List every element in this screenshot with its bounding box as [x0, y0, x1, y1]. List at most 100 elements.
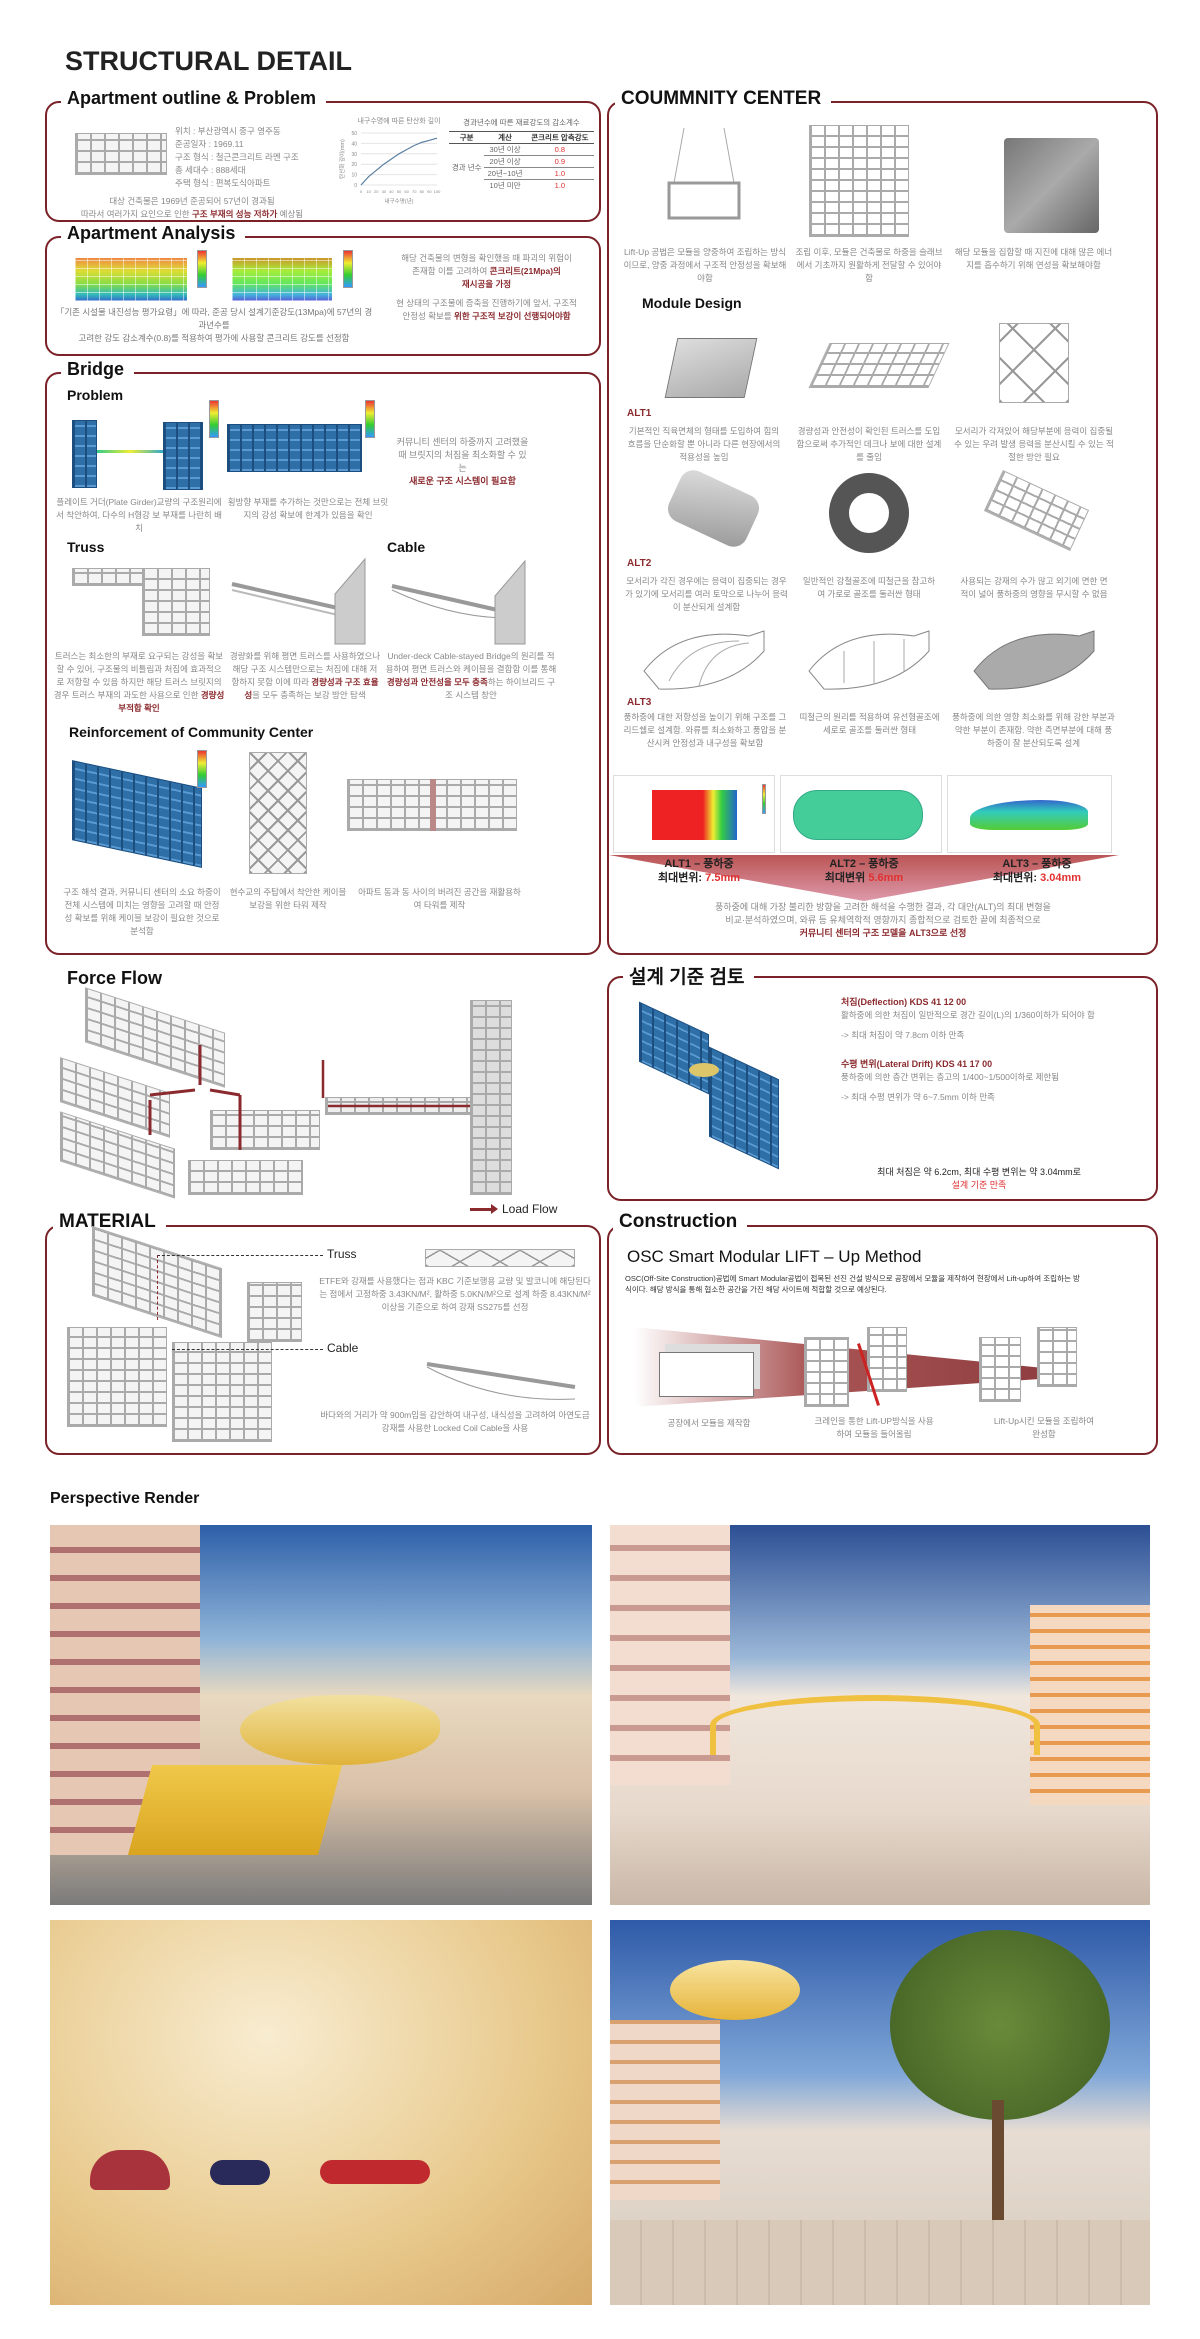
y-tick-label: 50 — [351, 131, 357, 137]
panel-title: Apartment Analysis — [61, 223, 246, 244]
reinforcement-caption-1: 구조 해석 결과, 커뮤니티 센터의 소요 하중이 전체 시스템에 미치는 영향… — [63, 887, 221, 936]
text: 안정성 확보를 — [402, 311, 455, 321]
step-caption-2: 크레인을 통한 Lift-UP방식을 사용하여 모듈을 들어올림 — [814, 1416, 934, 1439]
truss-material-text: ETFE와 강재를 사용했다는 점과 KBC 기준보행용 교량 및 발코니에 해… — [319, 1276, 591, 1312]
render-street — [610, 1920, 1150, 2305]
text-line: 해당 건축물의 변형을 확인했을 때 파괴의 위험이 — [401, 253, 572, 263]
result-line: 최대변위: 7.5mm — [644, 871, 754, 885]
truss-label: Truss — [327, 1247, 357, 1261]
highlight: 콘크리트(21Mpa)의 — [489, 266, 561, 276]
x-tick-label: 100 — [434, 189, 441, 194]
result-line: 최대변위: 3.04mm — [977, 871, 1097, 885]
force-flow-heading: Force Flow — [67, 968, 163, 988]
deflection-heading: 처짐(Deflection) KDS 41 12 00 — [841, 997, 967, 1007]
td: 20년 이상 — [489, 157, 521, 166]
cable-member-drawing — [426, 1362, 576, 1400]
result-label: 최대변위: — [657, 872, 703, 884]
material-model-3 — [172, 1342, 272, 1442]
site-buildings-complete-2 — [1037, 1327, 1077, 1387]
truss-bridge-model — [72, 568, 147, 586]
text-line: 「기존 시설물 내진성능 평가요령」에 따라, 준공 당시 설계기준강도(13M… — [55, 307, 373, 330]
panel-title: MATERIAL — [53, 1211, 166, 1233]
cable-material-text: 바다와의 거리가 약 900m임을 감안하여 내구성, 내식성을 고려하여 아연… — [320, 1410, 590, 1433]
material-panel: MATERIAL Truss Cable ETFE와 강재를 사용했다는 점과 … — [45, 1211, 601, 1455]
problem-conclusion: 커뮤니티 센터의 하중까지 고려했을 때 브릿지의 처짐을 최소화할 수 있는 … — [395, 436, 530, 488]
panel-title: 설계 기준 검토 — [623, 962, 755, 989]
info-structure: 구조 형식 : 철근콘크리트 라멘 구조 — [175, 152, 299, 162]
method-description: OSC(Off-Site Construction)공법에 Smart Modu… — [625, 1274, 1080, 1294]
alt2-caption-2: 일반적인 강철골조에 띠철근을 참고하여 가로로 골조를 둘러싼 형태 — [802, 576, 936, 599]
highlight: 커뮤니티 센터의 구조 모델을 ALT3으로 선정 — [799, 928, 967, 938]
carbonation-line — [360, 137, 438, 186]
note-highlight: 구조 부재의 성능 저하가 — [191, 209, 278, 219]
summary-text: 최대 처짐은 약 6.2cm, 최대 수평 변위는 약 3.04mm로 — [877, 1167, 1081, 1177]
bridge-problem-model-tower-a — [72, 420, 97, 488]
reinforcement-caption-3: 아파트 동과 동 사이의 버려진 공간을 재활용하여 타워를 제작 — [358, 887, 521, 910]
alt1-result: ALT1 – 풍하중 최대변위: 7.5mm — [644, 857, 754, 885]
truss-caption: 트러스는 최소한의 부재로 요구되는 강성을 확보할 수 있어, 구조물의 비틀… — [53, 650, 225, 715]
load-flow-arrows — [148, 1045, 242, 1150]
criteria-model-1 — [639, 1001, 709, 1095]
drift-text: 풍하중에 의한 층간 변위는 층고의 1/400~1/500이하로 제한됨 — [841, 1072, 1060, 1082]
truss-tower-model — [142, 568, 210, 636]
load-flow-legend: Load Flow — [470, 1202, 557, 1216]
cable-caption: Under-deck Cable-stayed Bridge의 원리를 적용하여… — [385, 650, 557, 702]
x-tick-label: 0 — [360, 189, 363, 194]
truss-heading: Truss — [67, 539, 105, 555]
analysis-left-text: 「기존 시설물 내진성능 평가요령」에 따라, 준공 당시 설계기준강도(13M… — [55, 306, 373, 345]
highlight: 경량성과 구조 효율성 — [244, 677, 379, 700]
chart-title: 내구수명에 따른 탄산화 깊이 — [357, 116, 440, 125]
y-tick-label: 20 — [351, 162, 357, 168]
alt2-frame-module — [983, 470, 1090, 551]
result-line: 최대변위 5.6mm — [809, 871, 919, 885]
highlight: 재시공을 가정 — [461, 279, 512, 289]
cable-leader-line — [172, 1349, 323, 1350]
bridge-load-arrows — [321, 1060, 475, 1108]
alt3-analysis-image — [947, 775, 1112, 853]
result-label: 최대변위 — [824, 872, 866, 884]
note-line: 따라서 여러가지 요인으로 인한 구조 부재의 성능 저하가 예상됨 — [62, 208, 322, 221]
panel-title: COUMMNITY CENTER — [615, 88, 832, 110]
method-title: OSC Smart Modular LIFT – Up Method — [627, 1247, 922, 1266]
table-title: 경과년수에 따른 재료강도의 감소계수 — [463, 118, 580, 127]
alt2-chamfered-module — [663, 465, 764, 552]
construction-panel: Construction OSC Smart Modular LIFT – Up… — [607, 1211, 1158, 1455]
apartment-info: 위치 : 부산광역시 중구 영주동 준공일자 : 1969.11 구조 형식 :… — [175, 125, 299, 190]
community-conclusion: 풍하중에 대해 가장 불리한 방향을 고려한 해석을 수행한 결과, 각 대안(… — [623, 901, 1143, 940]
render-exterior-1 — [50, 1525, 592, 1905]
x-tick-label: 60 — [404, 189, 409, 194]
text: 하는 하이브리드 구조 시스템 창안 — [445, 677, 556, 700]
criteria-summary: 최대 처짐은 약 6.2cm, 최대 수평 변위는 약 3.04mm로 설계 기… — [839, 1166, 1119, 1192]
community-center-panel: COUMMNITY CENTER Lift-Up 공법은 모듈을 양중하여 조립… — [607, 88, 1158, 955]
reinforcement-heading: Reinforcement of Community Center — [69, 724, 314, 740]
bridge-girder — [97, 450, 163, 453]
highlight: 새로운 구조 시스템이 필요함 — [409, 476, 516, 486]
info-location: 위치 : 부산광역시 중구 영주동 — [175, 126, 281, 136]
cable-label: Cable — [327, 1341, 359, 1355]
render-exterior-2 — [610, 1525, 1150, 1905]
alt3-label: ALT3 — [627, 697, 652, 708]
text: 커뮤니티 센터의 하중까지 고려했을 때 브릿지의 처짐을 최소화할 수 있는 — [396, 437, 529, 473]
problem-heading: Problem — [67, 387, 124, 403]
result-name: ALT3 – 풍하중 — [1002, 858, 1072, 870]
th: 콘크리트 압축강도 — [531, 133, 589, 142]
analysis-right-text: 해당 건축물의 변형을 확인했을 때 파괴의 위험이 존재함 이를 고려하여 콘… — [379, 252, 594, 323]
force-flow-apartments-5 — [188, 1160, 303, 1195]
tower-highlight — [430, 779, 436, 831]
alt2-result: ALT2 – 풍하중 최대변위 5.6mm — [809, 857, 919, 885]
reinforcement-caption-2: 현수교의 주탑에서 착안한 케이블 보강을 위한 타워 제작 — [229, 887, 347, 910]
alt2-caption-1: 모서리가 각진 경우에는 응력이 집중되는 경우가 있기에 모서리를 여러 토막… — [625, 576, 788, 612]
truss-leader-line — [157, 1255, 323, 1256]
top-caption-2: 조립 이후, 모듈은 건축물로 하중을 슬래브에서 기초까지 원활하게 전달할 … — [795, 247, 943, 283]
alt1-truss-module — [808, 343, 950, 388]
text-line: 풍하중에 대해 가장 불리한 방향을 고려한 해석을 수행한 결과, 각 대안(… — [715, 902, 1051, 912]
info-type: 주택 형식 : 편복도식아파트 — [175, 178, 271, 188]
planar-truss-caption: 경량화를 위해 평면 트러스를 사용하였으나 해당 구조 시스템만으로는 처짐에… — [229, 650, 381, 702]
text-line: 고려한 강도 감소계수(0.8)를 적용하여 평가에 사용할 콘크리트 강도를 … — [78, 333, 350, 343]
deformation-analysis-2 — [232, 258, 332, 301]
panel-title: Bridge — [61, 359, 135, 380]
text-line: 현 상태의 구조물에 증축을 진행하기에 앞서, 구조적 — [396, 298, 577, 308]
x-tick-label: 70 — [412, 189, 417, 194]
